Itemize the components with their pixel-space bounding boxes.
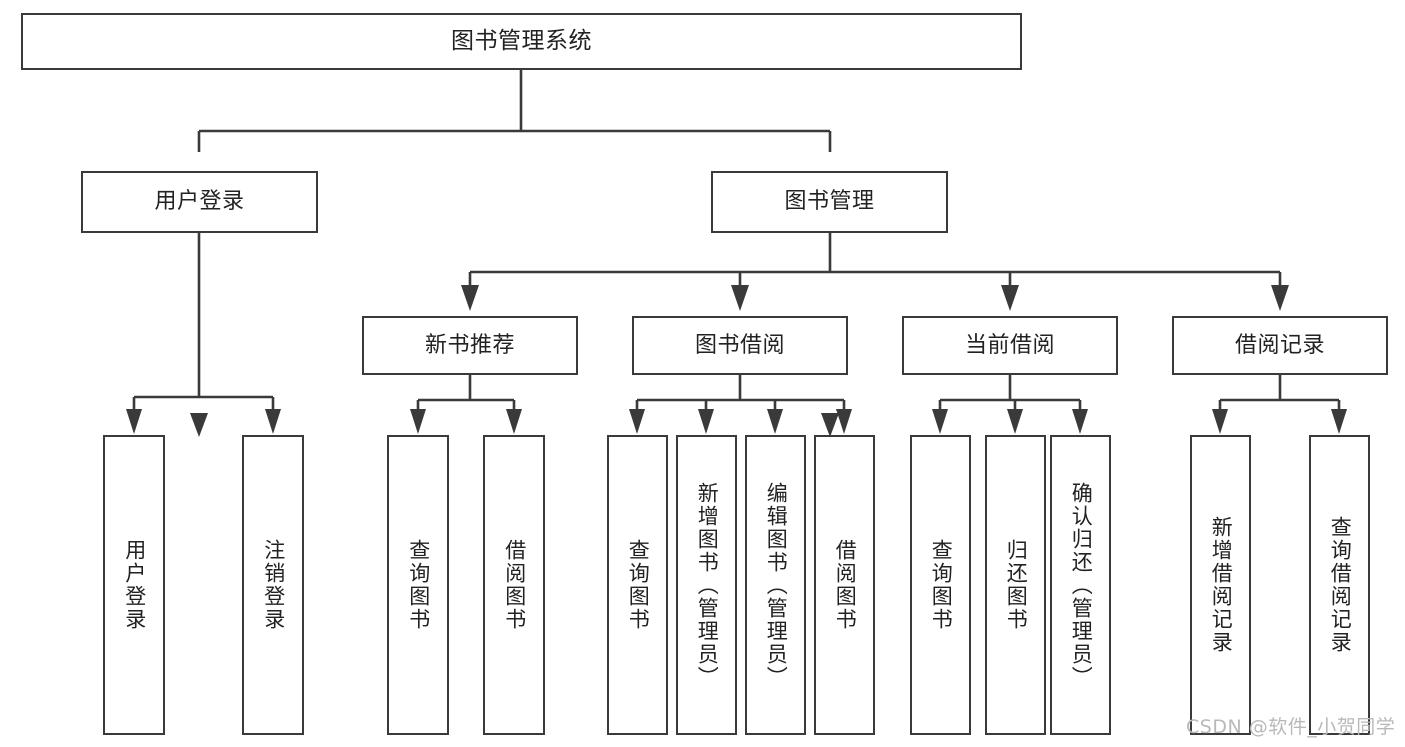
node-leaf-query-book-borrow[interactable]: 查询图书 [607, 435, 668, 735]
node-label: 图书管理 [784, 189, 875, 215]
node-leaf-query-book-current[interactable]: 查询图书 [910, 435, 971, 735]
node-root-system[interactable]: 图书管理系统 [21, 13, 1022, 70]
node-leaf-user-login[interactable]: 用户登录 [103, 435, 165, 735]
node-label: 归还图书 [1004, 539, 1029, 631]
node-label: 新书推荐 [424, 332, 515, 358]
node-label: 图书管理系统 [451, 28, 592, 55]
node-label: 查询图书 [626, 539, 651, 631]
node-book-borrow[interactable]: 图书借阅 [632, 316, 848, 375]
node-label: 查询借阅记录 [1328, 516, 1353, 654]
node-leaf-add-book-admin[interactable]: 新增图书（管理员） [676, 435, 737, 735]
node-leaf-query-borrow-record[interactable]: 查询借阅记录 [1309, 435, 1370, 735]
node-label: 编辑图书（管理员） [764, 481, 789, 689]
node-book-management[interactable]: 图书管理 [711, 171, 948, 233]
node-current-borrow[interactable]: 当前借阅 [902, 316, 1118, 375]
node-label: 新增图书（管理员） [695, 481, 720, 689]
node-borrow-record[interactable]: 借阅记录 [1172, 316, 1388, 375]
node-label: 当前借阅 [964, 332, 1055, 358]
node-label: 查询图书 [406, 539, 431, 631]
node-label: 图书借阅 [694, 332, 785, 358]
node-leaf-query-book-recommend[interactable]: 查询图书 [387, 435, 449, 735]
csdn-watermark: CSDN @软件_小贺同学 [1186, 716, 1396, 738]
node-label: 借阅图书 [833, 539, 858, 631]
node-label: 用户登录 [154, 189, 245, 215]
node-label: 借阅记录 [1234, 332, 1325, 358]
node-new-book-recommend[interactable]: 新书推荐 [362, 316, 578, 375]
node-leaf-borrow-book-recommend[interactable]: 借阅图书 [483, 435, 545, 735]
node-leaf-edit-book-admin[interactable]: 编辑图书（管理员） [745, 435, 806, 735]
node-leaf-return-book[interactable]: 归还图书 [985, 435, 1046, 735]
node-label: 用户登录 [122, 539, 147, 631]
node-leaf-borrow-book[interactable]: 借阅图书 [814, 435, 875, 735]
node-label: 查询图书 [929, 539, 954, 631]
node-label: 确认归还（管理员） [1069, 481, 1094, 689]
node-label: 注销登录 [261, 539, 286, 631]
node-user-login[interactable]: 用户登录 [81, 171, 318, 233]
node-leaf-add-borrow-record[interactable]: 新增借阅记录 [1190, 435, 1251, 735]
node-leaf-confirm-return-admin[interactable]: 确认归还（管理员） [1050, 435, 1111, 735]
node-label: 借阅图书 [502, 539, 527, 631]
node-leaf-logout-login[interactable]: 注销登录 [242, 435, 304, 735]
node-label: 新增借阅记录 [1209, 516, 1234, 654]
